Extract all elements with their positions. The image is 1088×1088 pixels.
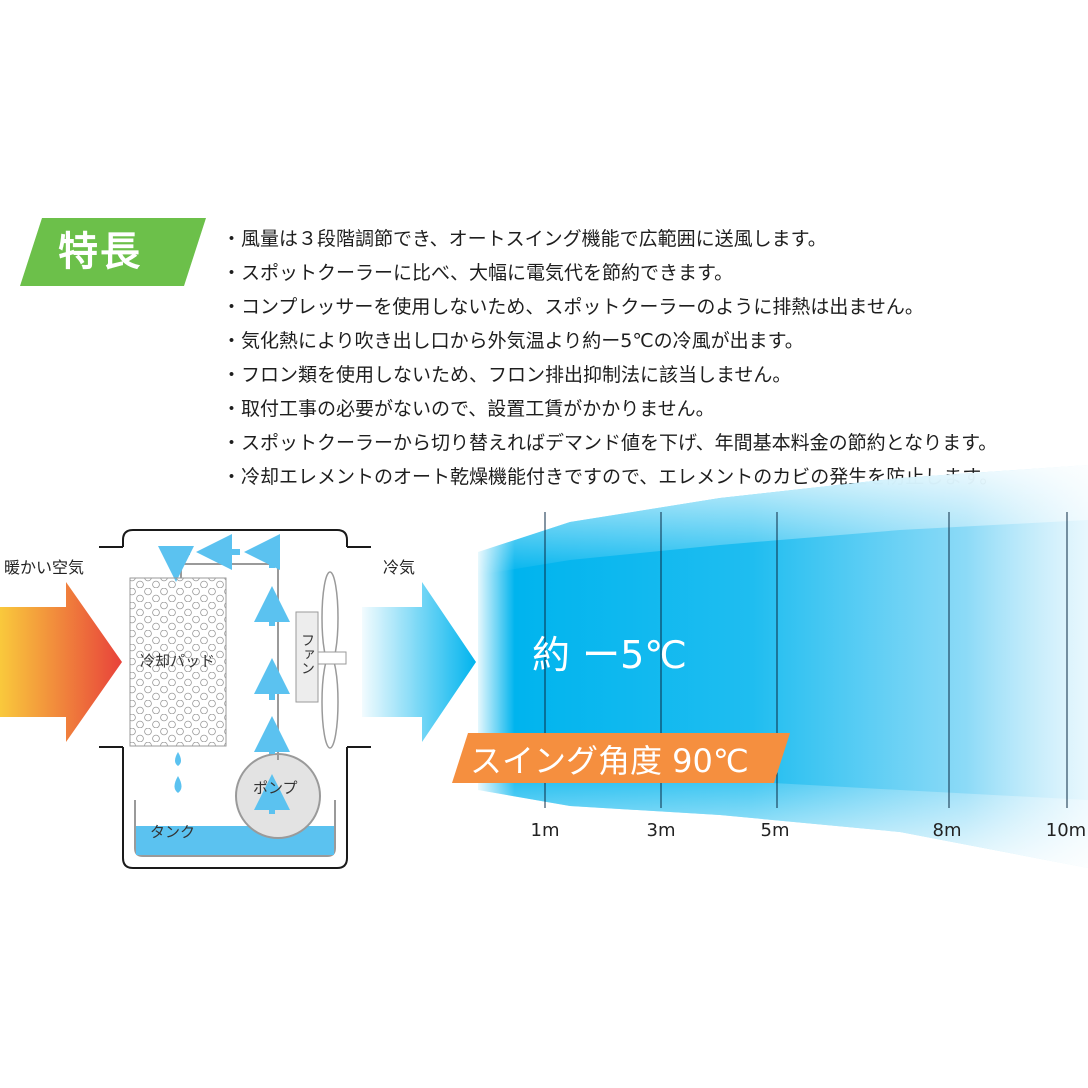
feature-badge-label: 特長 — [58, 229, 142, 275]
distance-tick-3m: 3m — [647, 820, 676, 841]
fan-label: ファン — [299, 633, 315, 675]
pump-label: ポンプ — [253, 779, 298, 797]
feature-item: ・スポットクーラーに比べ、大幅に電気代を節約できます。 — [222, 262, 734, 284]
tank-label: タンク — [150, 823, 196, 841]
warm-air-label: 暖かい空気 — [4, 558, 85, 577]
fan-icon — [295, 571, 347, 749]
feature-item: ・取付工事の必要がないので、設置工賃がかかりません。 — [222, 398, 715, 420]
feature-list: ・風量は３段階調節でき、オートスイング機能で広範囲に送風します。 ・スポットクー… — [222, 222, 998, 494]
feature-item: ・気化熱により吹き出し口から外気温より約ー5℃の冷風が出ます。 — [222, 330, 804, 352]
unit-housing — [122, 529, 348, 869]
swing-angle-label: スイング角度 90℃ — [470, 742, 749, 780]
warm-air-arrow — [0, 582, 122, 742]
swing-angle-badge — [452, 733, 790, 783]
feature-item: ・冷却エレメントのオート乾燥機能付きですので、エレメントのカビの発生を防止します… — [222, 466, 999, 488]
cool-air-label: 冷気 — [383, 558, 416, 577]
feature-badge-shape — [20, 218, 206, 286]
feature-item: ・コンプレッサーを使用しないため、スポットクーラーのように排熱は出ません。 — [222, 296, 924, 318]
temperature-label: 約 ー5℃ — [532, 633, 687, 677]
cool-air-arrow — [362, 582, 476, 742]
distance-tick-10m: 10m — [1046, 820, 1086, 841]
feature-item: ・風量は３段階調節でき、オートスイング機能で広範囲に送風します。 — [222, 228, 827, 250]
pad-label: 冷却パッド — [140, 652, 216, 670]
feature-item: ・フロン類を使用しないため、フロン排出抑制法に該当しません。 — [222, 364, 792, 386]
distance-tick-1m: 1m — [531, 820, 560, 841]
water-flow-arrows — [158, 534, 290, 814]
distance-tick-5m: 5m — [761, 820, 790, 841]
distance-tick-8m: 8m — [933, 820, 962, 841]
water-drops — [174, 752, 182, 793]
cooling-pad — [129, 577, 227, 747]
feature-item: ・スポットクーラーから切り替えればデマンド値を下げ、年間基本料金の節約となります… — [222, 432, 998, 454]
